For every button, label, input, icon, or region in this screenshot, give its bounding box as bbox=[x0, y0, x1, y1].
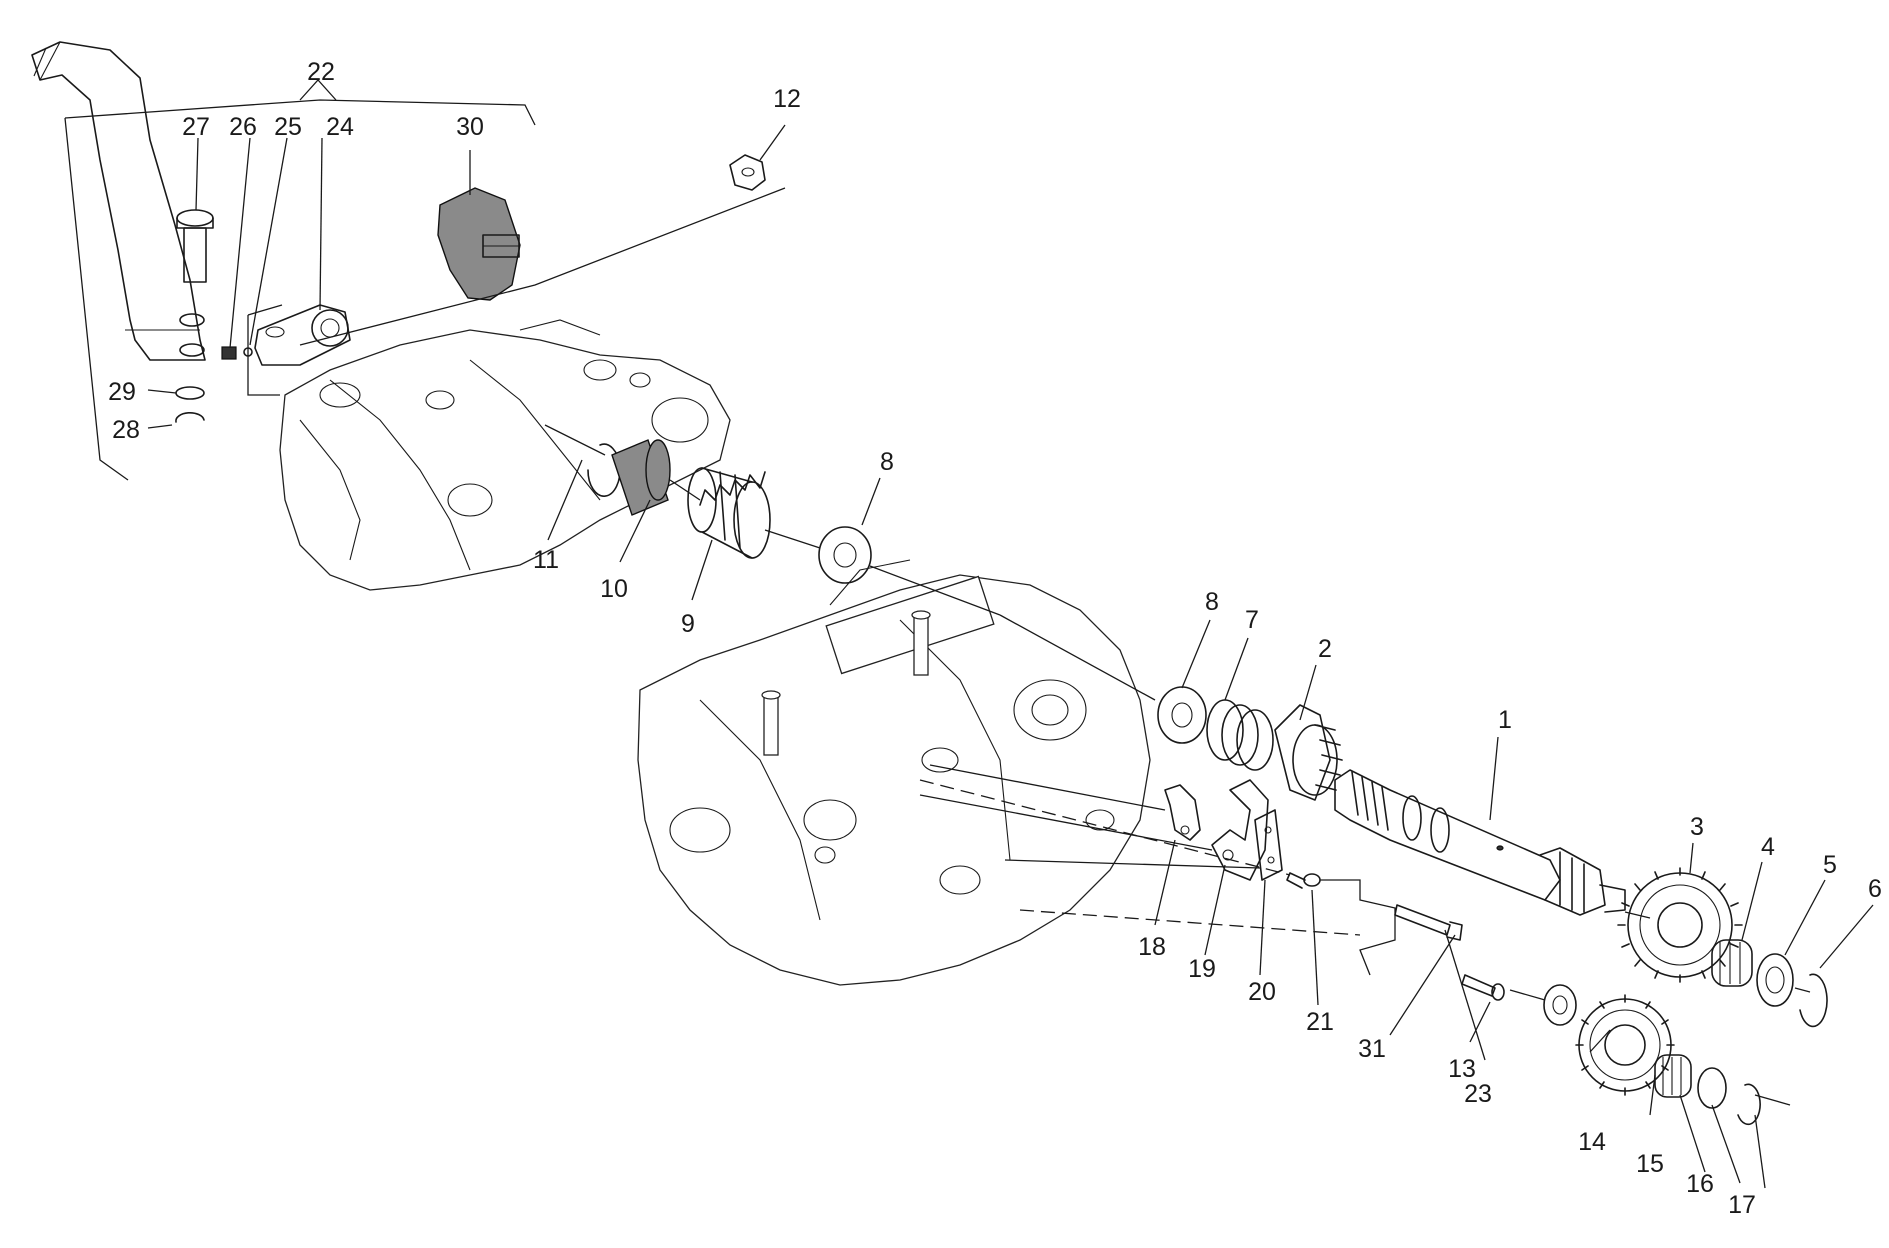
label-19: 19 bbox=[1188, 955, 1216, 983]
label-13: 13 bbox=[1448, 1055, 1476, 1083]
washer-16 bbox=[1697, 1067, 1727, 1109]
washer-5 bbox=[1756, 953, 1794, 1007]
washer-23 bbox=[1543, 984, 1577, 1026]
assembly-bracket-22 bbox=[64, 79, 536, 481]
left-crankcase-half bbox=[279, 319, 731, 591]
label-31: 31 bbox=[1358, 1035, 1386, 1063]
label-26: 26 bbox=[229, 113, 257, 141]
label-6: 6 bbox=[1868, 875, 1882, 903]
right-crankcase-half bbox=[637, 559, 1151, 986]
retainer-plate-20 bbox=[1254, 809, 1283, 881]
return-spring-9 bbox=[687, 467, 771, 559]
circlip-6 bbox=[1799, 973, 1828, 1028]
kickstart-boss-24 bbox=[254, 304, 351, 366]
label-1: 1 bbox=[1498, 706, 1512, 734]
label-17: 17 bbox=[1728, 1191, 1756, 1219]
label-25: 25 bbox=[274, 113, 302, 141]
nut-12 bbox=[729, 154, 766, 191]
label-24: 24 bbox=[326, 113, 354, 141]
label-15: 15 bbox=[1636, 1150, 1664, 1178]
needle-bearing-4 bbox=[1711, 939, 1753, 987]
label-12: 12 bbox=[773, 85, 801, 113]
kickstart-lever bbox=[31, 41, 206, 361]
bolt-31 bbox=[1394, 904, 1463, 941]
label-21: 21 bbox=[1306, 1008, 1334, 1036]
screw-21 bbox=[1286, 872, 1321, 889]
label-28: 28 bbox=[112, 416, 140, 444]
label-20: 20 bbox=[1248, 978, 1276, 1006]
spring-7 bbox=[1206, 699, 1274, 771]
screw-13 bbox=[1461, 974, 1505, 1001]
gear-3 bbox=[1617, 867, 1743, 983]
label-29: 29 bbox=[108, 378, 136, 406]
label-30: 30 bbox=[456, 113, 484, 141]
thrust-washer-8-lower bbox=[1157, 686, 1207, 744]
needle-bearing-15 bbox=[1654, 1054, 1692, 1098]
label-2: 2 bbox=[1318, 635, 1332, 663]
label-8-upper: 8 bbox=[880, 448, 894, 476]
label-7: 7 bbox=[1245, 606, 1259, 634]
kickstart-shaft-1 bbox=[1334, 769, 1626, 916]
circlip-11 bbox=[587, 443, 621, 497]
label-5: 5 bbox=[1823, 851, 1837, 879]
assembly-axis-lines bbox=[299, 187, 1811, 1106]
label-3: 3 bbox=[1690, 813, 1704, 841]
ratchet-gear-2 bbox=[1274, 704, 1343, 801]
label-22: 22 bbox=[307, 58, 335, 86]
label-11: 11 bbox=[533, 546, 559, 574]
gear-14 bbox=[1575, 994, 1675, 1096]
label-27: 27 bbox=[182, 113, 210, 141]
thrust-washer-8-upper bbox=[818, 526, 872, 584]
label-23: 23 bbox=[1464, 1080, 1492, 1108]
label-4: 4 bbox=[1761, 833, 1775, 861]
guide-plate-19 bbox=[1211, 779, 1269, 881]
circlip-28 bbox=[175, 411, 205, 423]
bushing-10 bbox=[611, 439, 671, 516]
boot-cover-30 bbox=[437, 187, 521, 301]
label-leaders bbox=[147, 124, 1874, 1189]
washer-29 bbox=[175, 386, 205, 400]
label-14: 14 bbox=[1578, 1128, 1606, 1156]
pawl-18 bbox=[1164, 784, 1201, 841]
label-16: 16 bbox=[1686, 1170, 1714, 1198]
label-10: 10 bbox=[600, 575, 628, 603]
label-9: 9 bbox=[681, 610, 695, 638]
label-8-lower: 8 bbox=[1205, 588, 1219, 616]
part-number-labels: 1 2 3 4 5 6 7 8 8 9 10 11 12 13 14 15 16… bbox=[108, 58, 1882, 1219]
detent-spring-26 bbox=[221, 346, 237, 360]
pivot-pin-27 bbox=[176, 209, 214, 283]
circlip-17 bbox=[1737, 1083, 1761, 1126]
label-18: 18 bbox=[1138, 933, 1166, 961]
